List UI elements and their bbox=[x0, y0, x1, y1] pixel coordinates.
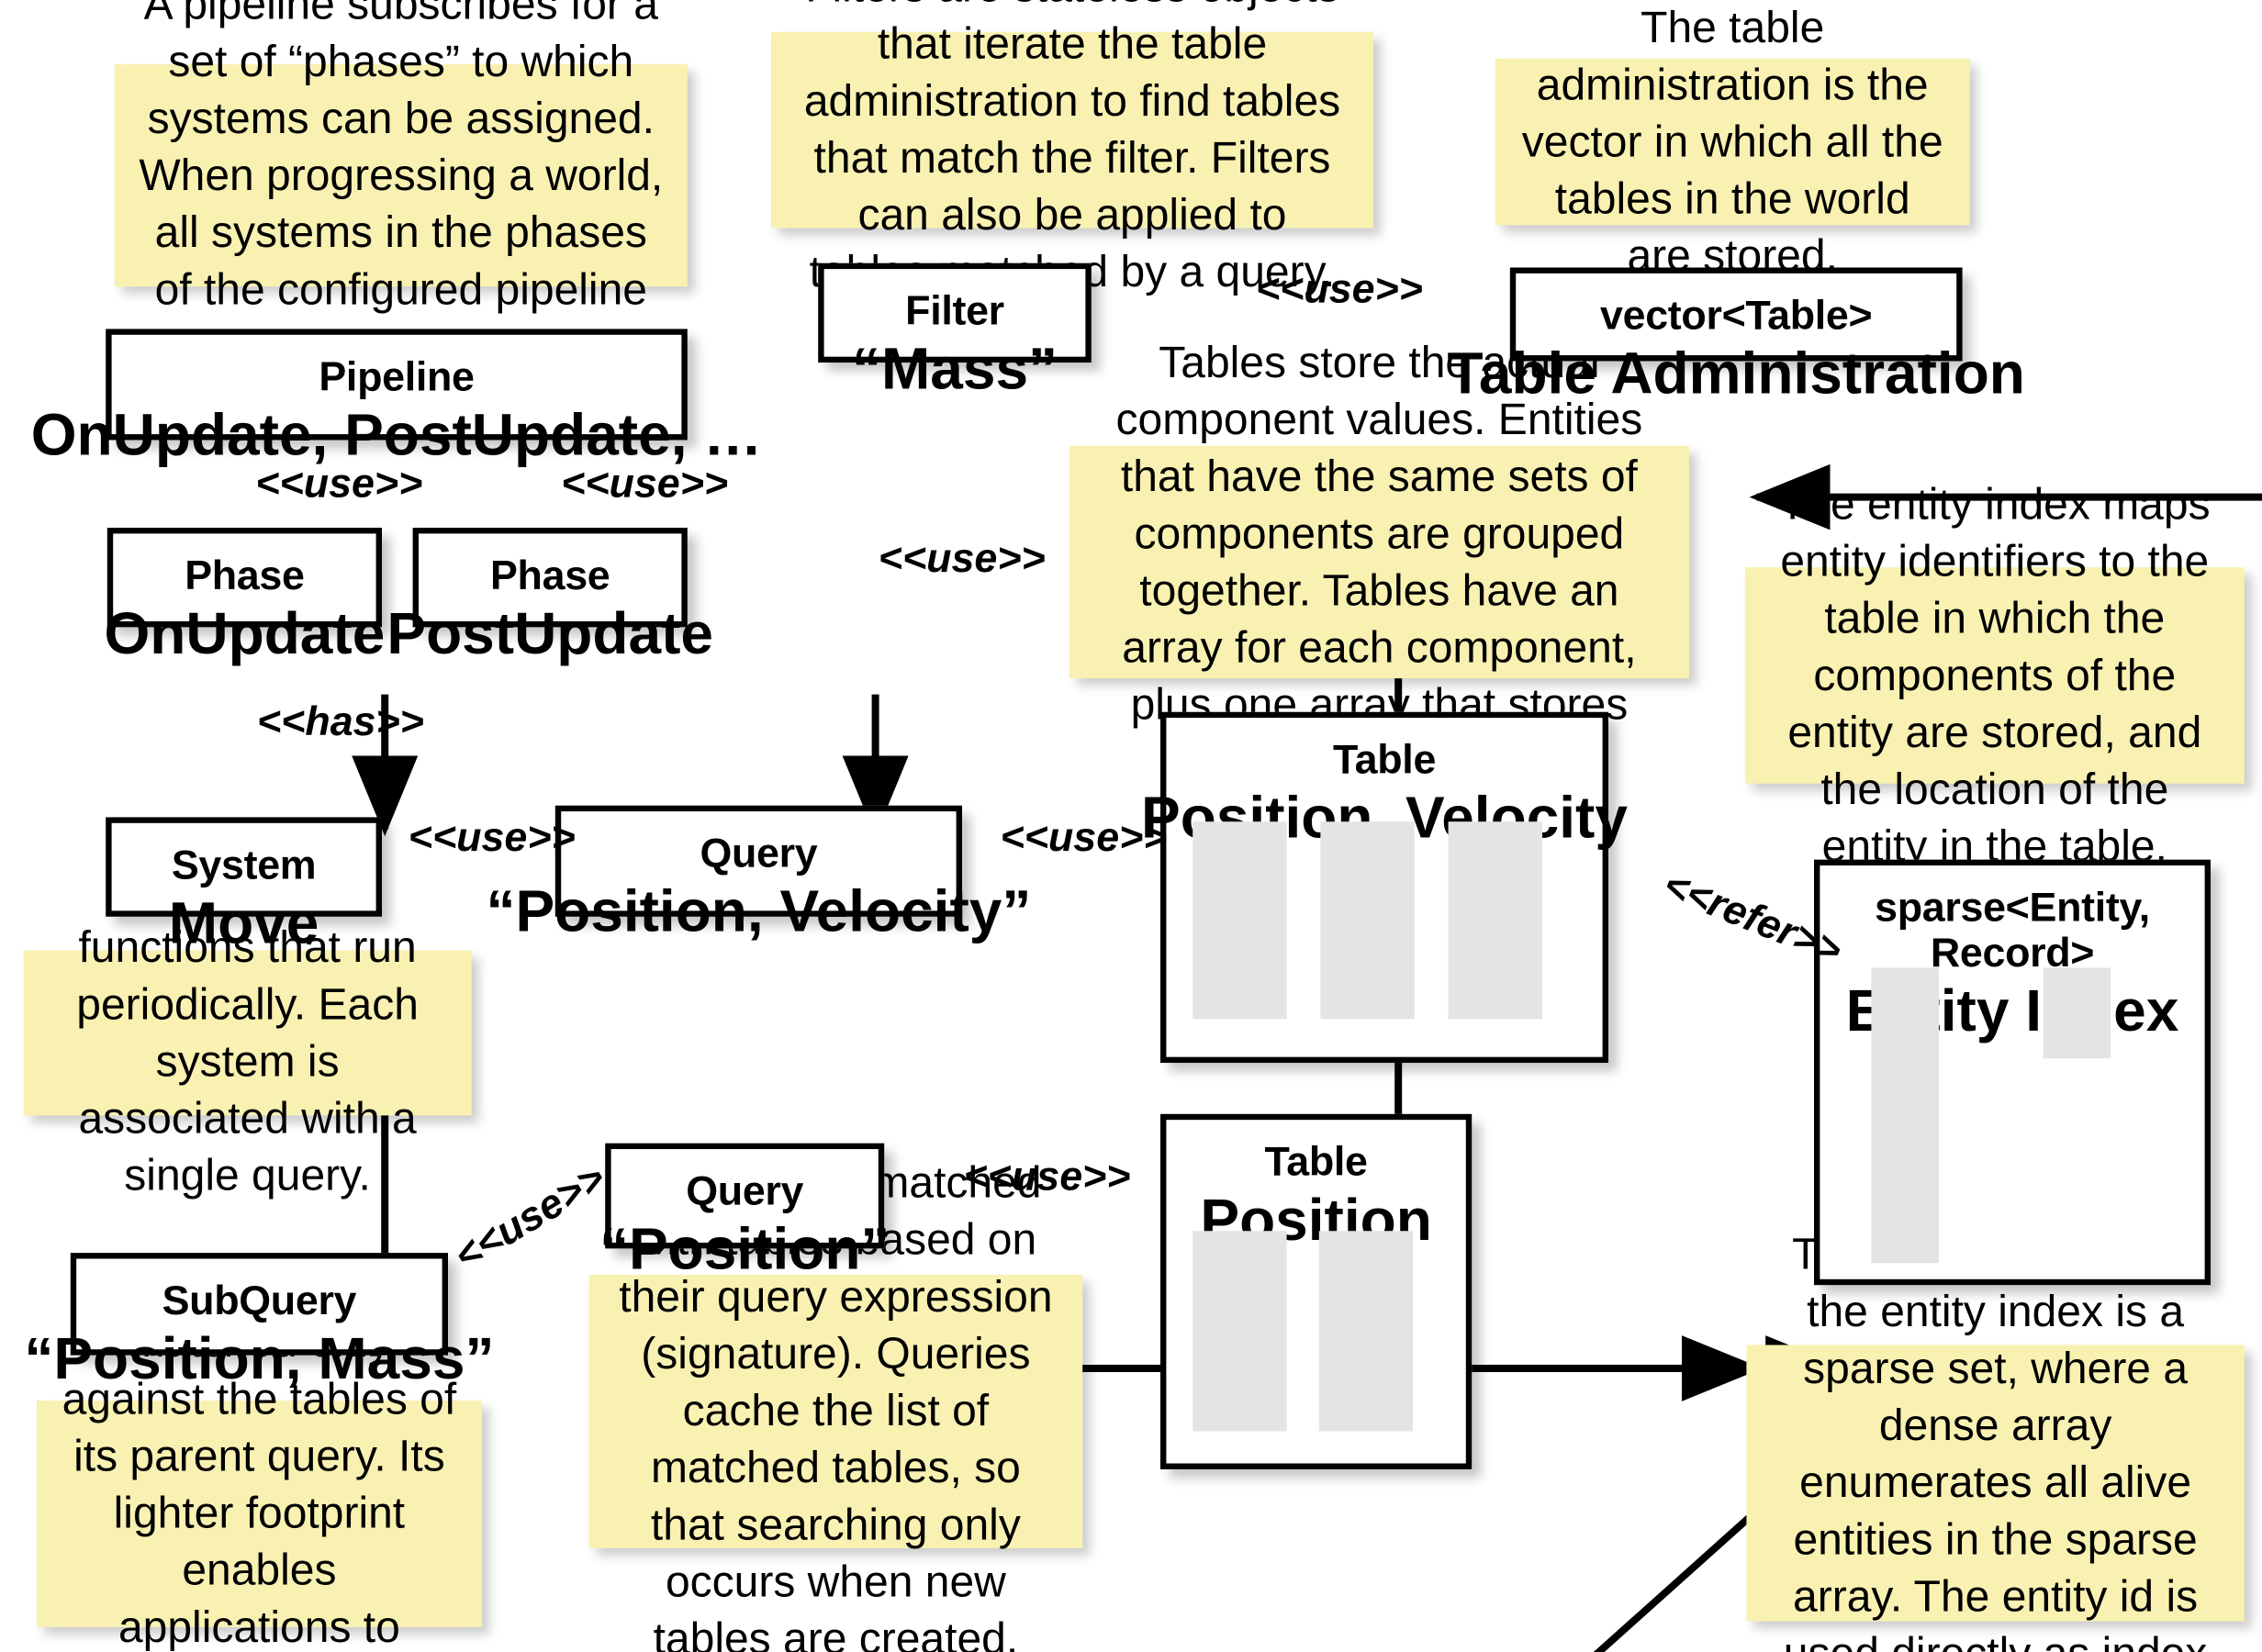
box-system-move-stereotype: System bbox=[171, 842, 317, 887]
note-query: Queries are matched with tables based on… bbox=[588, 1159, 1083, 1652]
box-table-position-stereotype: Table bbox=[1264, 1138, 1368, 1185]
note-table-administration-text: The table administration is the vector i… bbox=[1521, 3, 1943, 281]
edge-label-pipeline-onupdate: <<use>> bbox=[255, 460, 423, 507]
box-pipeline-name: OnUpdate, PostUpdate, … bbox=[30, 403, 763, 468]
edge-label-query-p-table-p: <<use>> bbox=[963, 1153, 1131, 1200]
box-subquery-position-mass-name: “Position, Mass” bbox=[24, 1327, 495, 1392]
box-system-move[interactable]: System Move bbox=[106, 817, 382, 955]
box-filter-mass-stereotype: Filter bbox=[905, 287, 1004, 334]
note-sparse-set: The data structure of the entity index i… bbox=[1746, 1231, 2245, 1652]
box-phase-postupdate[interactable]: Phase PostUpdate bbox=[386, 528, 713, 666]
note-filter: Filters are stateless objects that itera… bbox=[771, 0, 1373, 296]
box-phase-onupdate[interactable]: Phase OnUpdate bbox=[105, 528, 385, 666]
table-p-array-column-2 bbox=[1318, 1231, 1414, 1432]
table-pv-array-column-1 bbox=[1193, 821, 1287, 1020]
box-table-administration[interactable]: vector<Table> Table Administration bbox=[1448, 267, 2025, 407]
entity-index-dense-array bbox=[2043, 967, 2111, 1059]
note-table: Tables store the actual component values… bbox=[1069, 339, 1689, 786]
edge-label-subquery-query: <<use>> bbox=[446, 1155, 613, 1279]
box-pipeline-stereotype: Pipeline bbox=[319, 353, 475, 399]
box-filter-mass-name: “Mass” bbox=[851, 337, 1058, 402]
note-system: Systems are functions that run periodica… bbox=[23, 866, 472, 1200]
entity-index-sparse-array bbox=[1871, 967, 1939, 1264]
note-table-administration: The table administration is the vector i… bbox=[1495, 4, 1970, 280]
box-table-administration-name: Table Administration bbox=[1447, 341, 2025, 407]
box-entity-index-stereotype: sparse<Entity, Record> bbox=[1875, 884, 2150, 976]
box-phase-onupdate-stereotype: Phase bbox=[185, 553, 305, 598]
edge-label-pipeline-postupdate: <<use>> bbox=[561, 460, 729, 507]
edge-label-system-query: <<use>> bbox=[408, 814, 576, 860]
note-entity-index: The entity index maps entity identifiers… bbox=[1744, 480, 2245, 871]
note-subquery: A subquery is matched only against the t… bbox=[37, 1262, 482, 1652]
box-query-position-stereotype: Query bbox=[686, 1167, 804, 1214]
box-table-position-velocity-stereotype: Table bbox=[1332, 736, 1437, 783]
note-entity-index-text: The entity index maps entity identifiers… bbox=[1779, 480, 2211, 871]
table-pv-array-column-2 bbox=[1320, 821, 1415, 1020]
box-query-position-velocity-stereotype: Query bbox=[700, 830, 818, 876]
box-pipeline[interactable]: Pipeline OnUpdate, PostUpdate, … bbox=[31, 329, 762, 467]
note-pipeline: A pipeline subscribes for a set of “phas… bbox=[114, 0, 688, 371]
box-phase-postupdate-name: PostUpdate bbox=[386, 601, 713, 667]
box-subquery-position-mass[interactable]: SubQuery “Position, Mass” bbox=[24, 1253, 494, 1391]
box-subquery-position-mass-stereotype: SubQuery bbox=[162, 1278, 357, 1323]
note-pipeline-text: A pipeline subscribes for a set of “phas… bbox=[139, 0, 664, 371]
edge-label-system-phase: <<has>> bbox=[257, 698, 424, 744]
box-filter-mass[interactable]: Filter “Mass” bbox=[818, 262, 1092, 402]
box-table-administration-stereotype: vector<Table> bbox=[1600, 292, 1873, 338]
edge-label-query-pv-table-pv: <<use>> bbox=[1000, 814, 1168, 860]
box-query-position-velocity-name: “Position, Velocity” bbox=[486, 879, 1032, 944]
note-table-text: Tables store the actual component values… bbox=[1115, 338, 1643, 786]
table-pv-array-column-3 bbox=[1448, 821, 1542, 1020]
edge-label-query-filter: <<use>> bbox=[878, 535, 1046, 581]
box-query-position-velocity[interactable]: Query “Position, Velocity” bbox=[486, 805, 1031, 944]
note-filter-text: Filters are stateless objects that itera… bbox=[803, 0, 1341, 297]
note-sparse-set-text: The data structure of the entity index i… bbox=[1784, 1231, 2208, 1652]
box-phase-onupdate-name: OnUpdate bbox=[104, 601, 386, 667]
box-query-position[interactable]: Query “Position” bbox=[599, 1143, 890, 1282]
edge-label-tableadmin-filter: <<use>> bbox=[1256, 265, 1423, 312]
box-query-position-name: “Position” bbox=[599, 1217, 890, 1282]
box-phase-postupdate-stereotype: Phase bbox=[490, 553, 610, 598]
table-p-array-column-1 bbox=[1193, 1231, 1287, 1432]
box-system-move-name: Move bbox=[168, 891, 319, 956]
